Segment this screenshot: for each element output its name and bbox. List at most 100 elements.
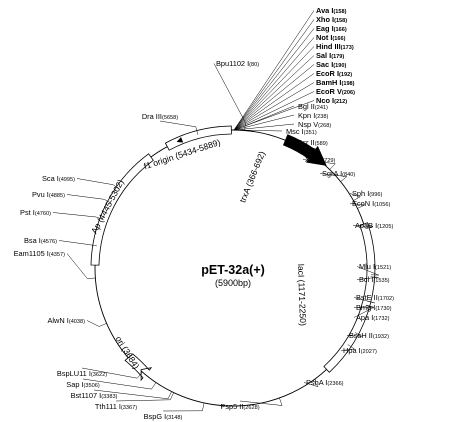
apab-i-site-label: ApaB I(1205) [355,221,393,230]
mcs-ecor-i-leader-line [233,73,315,131]
psp5-ii-site-label: Psp5 II(2628) [220,402,259,411]
plasmid-title: pET-32a(+) [201,263,265,277]
ori-feature-arrow [124,353,153,382]
alwn-i-connector-leader-line [86,320,100,327]
mcs-ecor-i-site-label: EcoR I(192) [316,69,352,78]
econ-i-connector-leader-line [349,203,365,206]
laci-feature-label: lacI (1171-2250) [296,264,308,326]
rsr-ii-connector-leader-line [294,142,319,151]
apa-i-connector-leader-line [353,307,374,318]
bpu1102-i-site-label: Bpu1102 I(80) [216,59,259,68]
site-leader-lines [52,10,379,412]
features-group [90,125,376,382]
mcs-eag-i-site-label: Eag I(166) [316,24,347,33]
bssh-ii-site-label: BssH II(1932) [349,331,389,340]
bsa-i-connector-leader-line [58,240,89,245]
feature-labels-group: trxA (366-692) lacI (1171-2250) ori (368… [89,137,308,371]
psp5-ii-leader-line [279,397,283,406]
sph-i-leader-line [353,196,361,201]
ap-feature-box [90,153,154,266]
bste-ii-site-label: BstE II(1702) [356,293,394,302]
sca-i-site-label: Sca I(4995) [42,174,75,183]
sgra-i-leader-line [340,176,348,182]
bsplu11-i-site-label: BspLU11 I(3622) [57,369,107,378]
trxa-feature-label: trxA (366-692) [237,150,267,204]
bsa-i-leader-line [88,244,97,247]
dra-iii-site-label: Dra III(5658) [142,112,178,121]
pst-i-connector-leader-line [52,212,97,218]
mcs-ava-i-site-label: Ava I(158) [316,6,347,15]
econ-i-leader-line [357,204,365,209]
xba-i-leader-line [329,163,336,170]
sgra-i-connector-leader-line [319,173,347,177]
bpu1102-i-leader-line [244,122,246,131]
tth111-i-site-label: Tth111 I(3367) [95,402,137,411]
mcs-ecor-v-site-label: EcoR V(206) [316,87,355,96]
alwn-i-leader-line [99,323,107,327]
bst1107-i-connector-leader-line [93,389,169,400]
bcl-i-connector-leader-line [356,277,379,280]
mcs-nsp-v-site-label: Nsp V(268) [298,120,331,129]
alwn-i-site-label: AlwN I(4038) [47,316,85,325]
sgra-i-site-label: SgrA I(840) [322,169,355,178]
f1-origin-feature-box [164,125,232,151]
bst1107-i-site-label: Bst1107 I(3383) [71,391,118,400]
dra-iii-leader-line [195,126,199,135]
mlu-i-connector-leader-line [356,266,379,276]
apab-i-connector-leader-line [352,225,374,227]
mcs-bgl-ii-leader-line [234,105,295,131]
site-labels-group: Ava I(158)Xho I(158)Eag I(166)Not I(166)… [14,6,394,421]
xba-i-site-label: Xba I(729) [305,155,335,164]
mcs-bamh-i-leader-line [233,82,315,131]
mcs-nco-i-site-label: Nco I(212) [316,96,347,105]
bmg-i-leader-line [365,304,374,308]
dra-iii-connector-leader-line [159,120,196,128]
mcs-kpn-i-site-label: Kpn I(238) [298,111,328,120]
mcs-not-i-site-label: Not I(166) [316,33,346,42]
sap-i-connector-leader-line [82,378,152,390]
mcs-xho-i-leader-line [233,19,315,131]
mcs-bgl-ii-site-label: Bgl II(241) [298,102,328,111]
bssh-ii-leader-line [354,332,363,337]
mcs-ava-i-leader-line [233,10,315,131]
rsr-ii-leader-line [313,149,319,157]
sap-i-site-label: Sap I(3506) [66,380,100,389]
bste-ii-connector-leader-line [353,297,375,304]
mcs-hind-iii-site-label: Hind III(173) [316,42,354,51]
hpa-i-connector-leader-line [340,348,355,351]
mcs-sal-i-site-label: Sal I(179) [316,51,344,60]
bspg-i-leader-line [202,402,205,411]
tth111-i-connector-leader-line [115,399,171,402]
mcs-sac-i-leader-line [233,64,315,131]
tth111-i-leader-line [170,392,174,400]
psp5-ii-connector-leader-line [239,400,283,406]
pst-i-leader-line [96,216,104,221]
hpa-i-site-label: Hpa I(2027) [343,346,377,355]
sap-i-leader-line [151,382,157,390]
xba-i-connector-leader-line [302,159,336,165]
sca-i-connector-leader-line [76,178,114,185]
ap-feature-label: Ap (4445-5302) [89,178,126,236]
sca-i-leader-line [112,184,120,190]
pvu-i-connector-leader-line [66,194,105,200]
mcs-hind-iii-leader-line [233,46,315,131]
bspg-i-site-label: BspG I(3148) [144,412,183,421]
eam1105-i-connector-leader-line [66,253,88,279]
mcs-msc-i-leader-line [234,129,283,132]
psha-i-connector-leader-line [303,382,319,387]
mlu-i-site-label: Mlu I(1521) [359,262,391,271]
trxa-feature-arrow [282,134,327,166]
f1-direction-arrow-icon [176,137,184,143]
plasmid-size: (5900bp) [215,278,251,288]
mcs-sal-i-leader-line [233,55,315,131]
bssh-ii-connector-leader-line [346,335,363,337]
mcs-bamh-i-site-label: BamH I(198) [316,78,355,87]
bmg-i-site-label: Bmg I(1730) [356,303,392,312]
eam1105-i-site-label: Eam1105 I(4357) [14,249,66,258]
apab-i-leader-line [365,226,374,230]
eam1105-i-leader-line [87,277,96,279]
mcs-eag-i-leader-line [233,28,315,131]
apa-i-site-label: Apa I(1732) [356,313,390,322]
pvu-i-site-label: Pvu I(4885) [32,190,65,199]
